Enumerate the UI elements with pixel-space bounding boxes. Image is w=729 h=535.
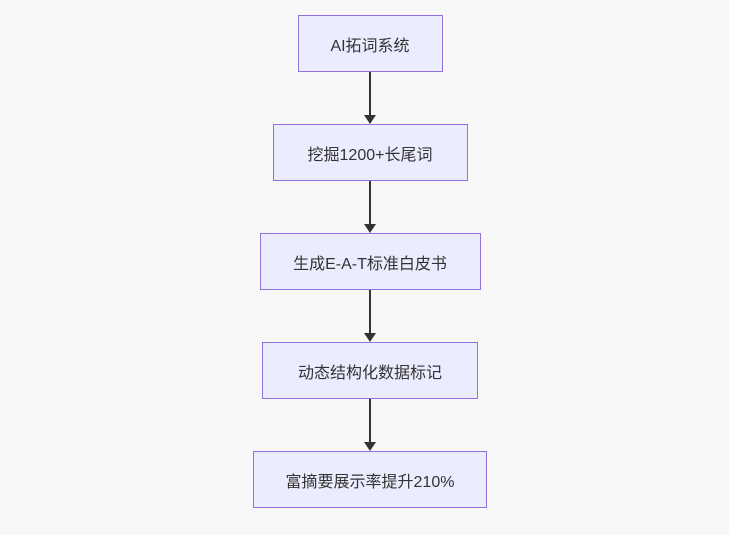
arrowhead-icon <box>364 442 376 451</box>
flow-node-label: 生成E-A-T标准白皮书 <box>293 255 447 273</box>
arrowhead-icon <box>364 115 376 124</box>
flow-node-label: AI拓词系统 <box>330 37 410 55</box>
arrow-connector <box>364 72 376 124</box>
arrow-line <box>369 399 371 442</box>
flow-node-structured-data: 动态结构化数据标记 <box>262 342 478 399</box>
arrow-connector <box>364 290 376 342</box>
flow-node-ai-word-system: AI拓词系统 <box>297 15 443 72</box>
arrow-line <box>369 72 371 115</box>
arrow-connector <box>364 399 376 451</box>
flow-node-label: 动态结构化数据标记 <box>297 364 442 382</box>
flowchart: AI拓词系统 挖掘1200+长尾词 生成E-A-T标准白皮书 动态结构化数据标记… <box>253 15 487 508</box>
flow-node-label: 富摘要展示率提升210% <box>285 473 455 491</box>
arrow-line <box>369 290 371 333</box>
arrow-line <box>369 181 371 224</box>
arrowhead-icon <box>364 224 376 233</box>
flow-node-label: 挖掘1200+长尾词 <box>307 146 433 164</box>
flow-node-longtail-mining: 挖掘1200+长尾词 <box>272 124 468 181</box>
arrowhead-icon <box>364 333 376 342</box>
flow-node-eat-whitepaper: 生成E-A-T标准白皮书 <box>259 233 481 290</box>
arrow-connector <box>364 181 376 233</box>
flow-node-rich-snippet: 富摘要展示率提升210% <box>253 451 487 508</box>
